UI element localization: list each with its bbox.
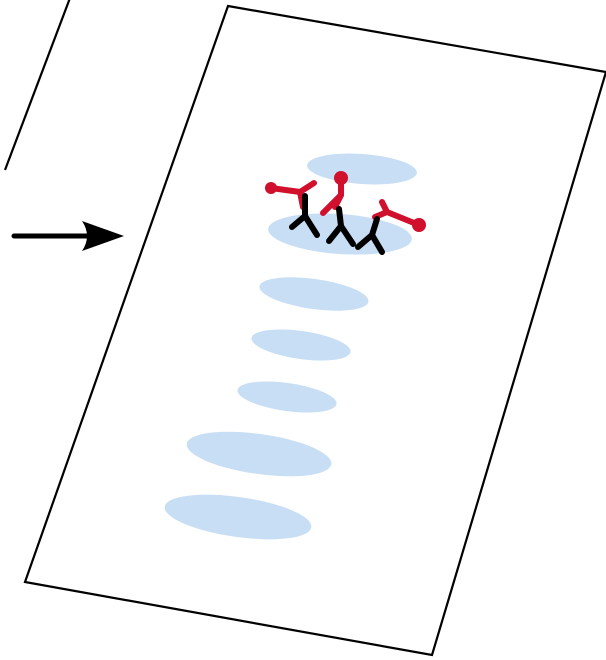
protein-band <box>164 494 312 540</box>
protein-band <box>259 277 369 311</box>
protein-band <box>251 329 351 361</box>
membrane-sheet <box>23 4 606 657</box>
protein-band <box>237 381 337 413</box>
secondary-antibody-icon <box>372 199 426 232</box>
gel-sheet <box>3 0 71 171</box>
arrow-right-icon <box>11 221 124 251</box>
primary-antibodies <box>289 193 385 255</box>
primary-antibody-icon <box>326 206 356 247</box>
secondary-antibody-icon <box>320 171 348 216</box>
protein-band <box>186 431 332 477</box>
primary-antibody-icon <box>355 216 385 255</box>
primary-antibody-icon <box>289 193 320 238</box>
